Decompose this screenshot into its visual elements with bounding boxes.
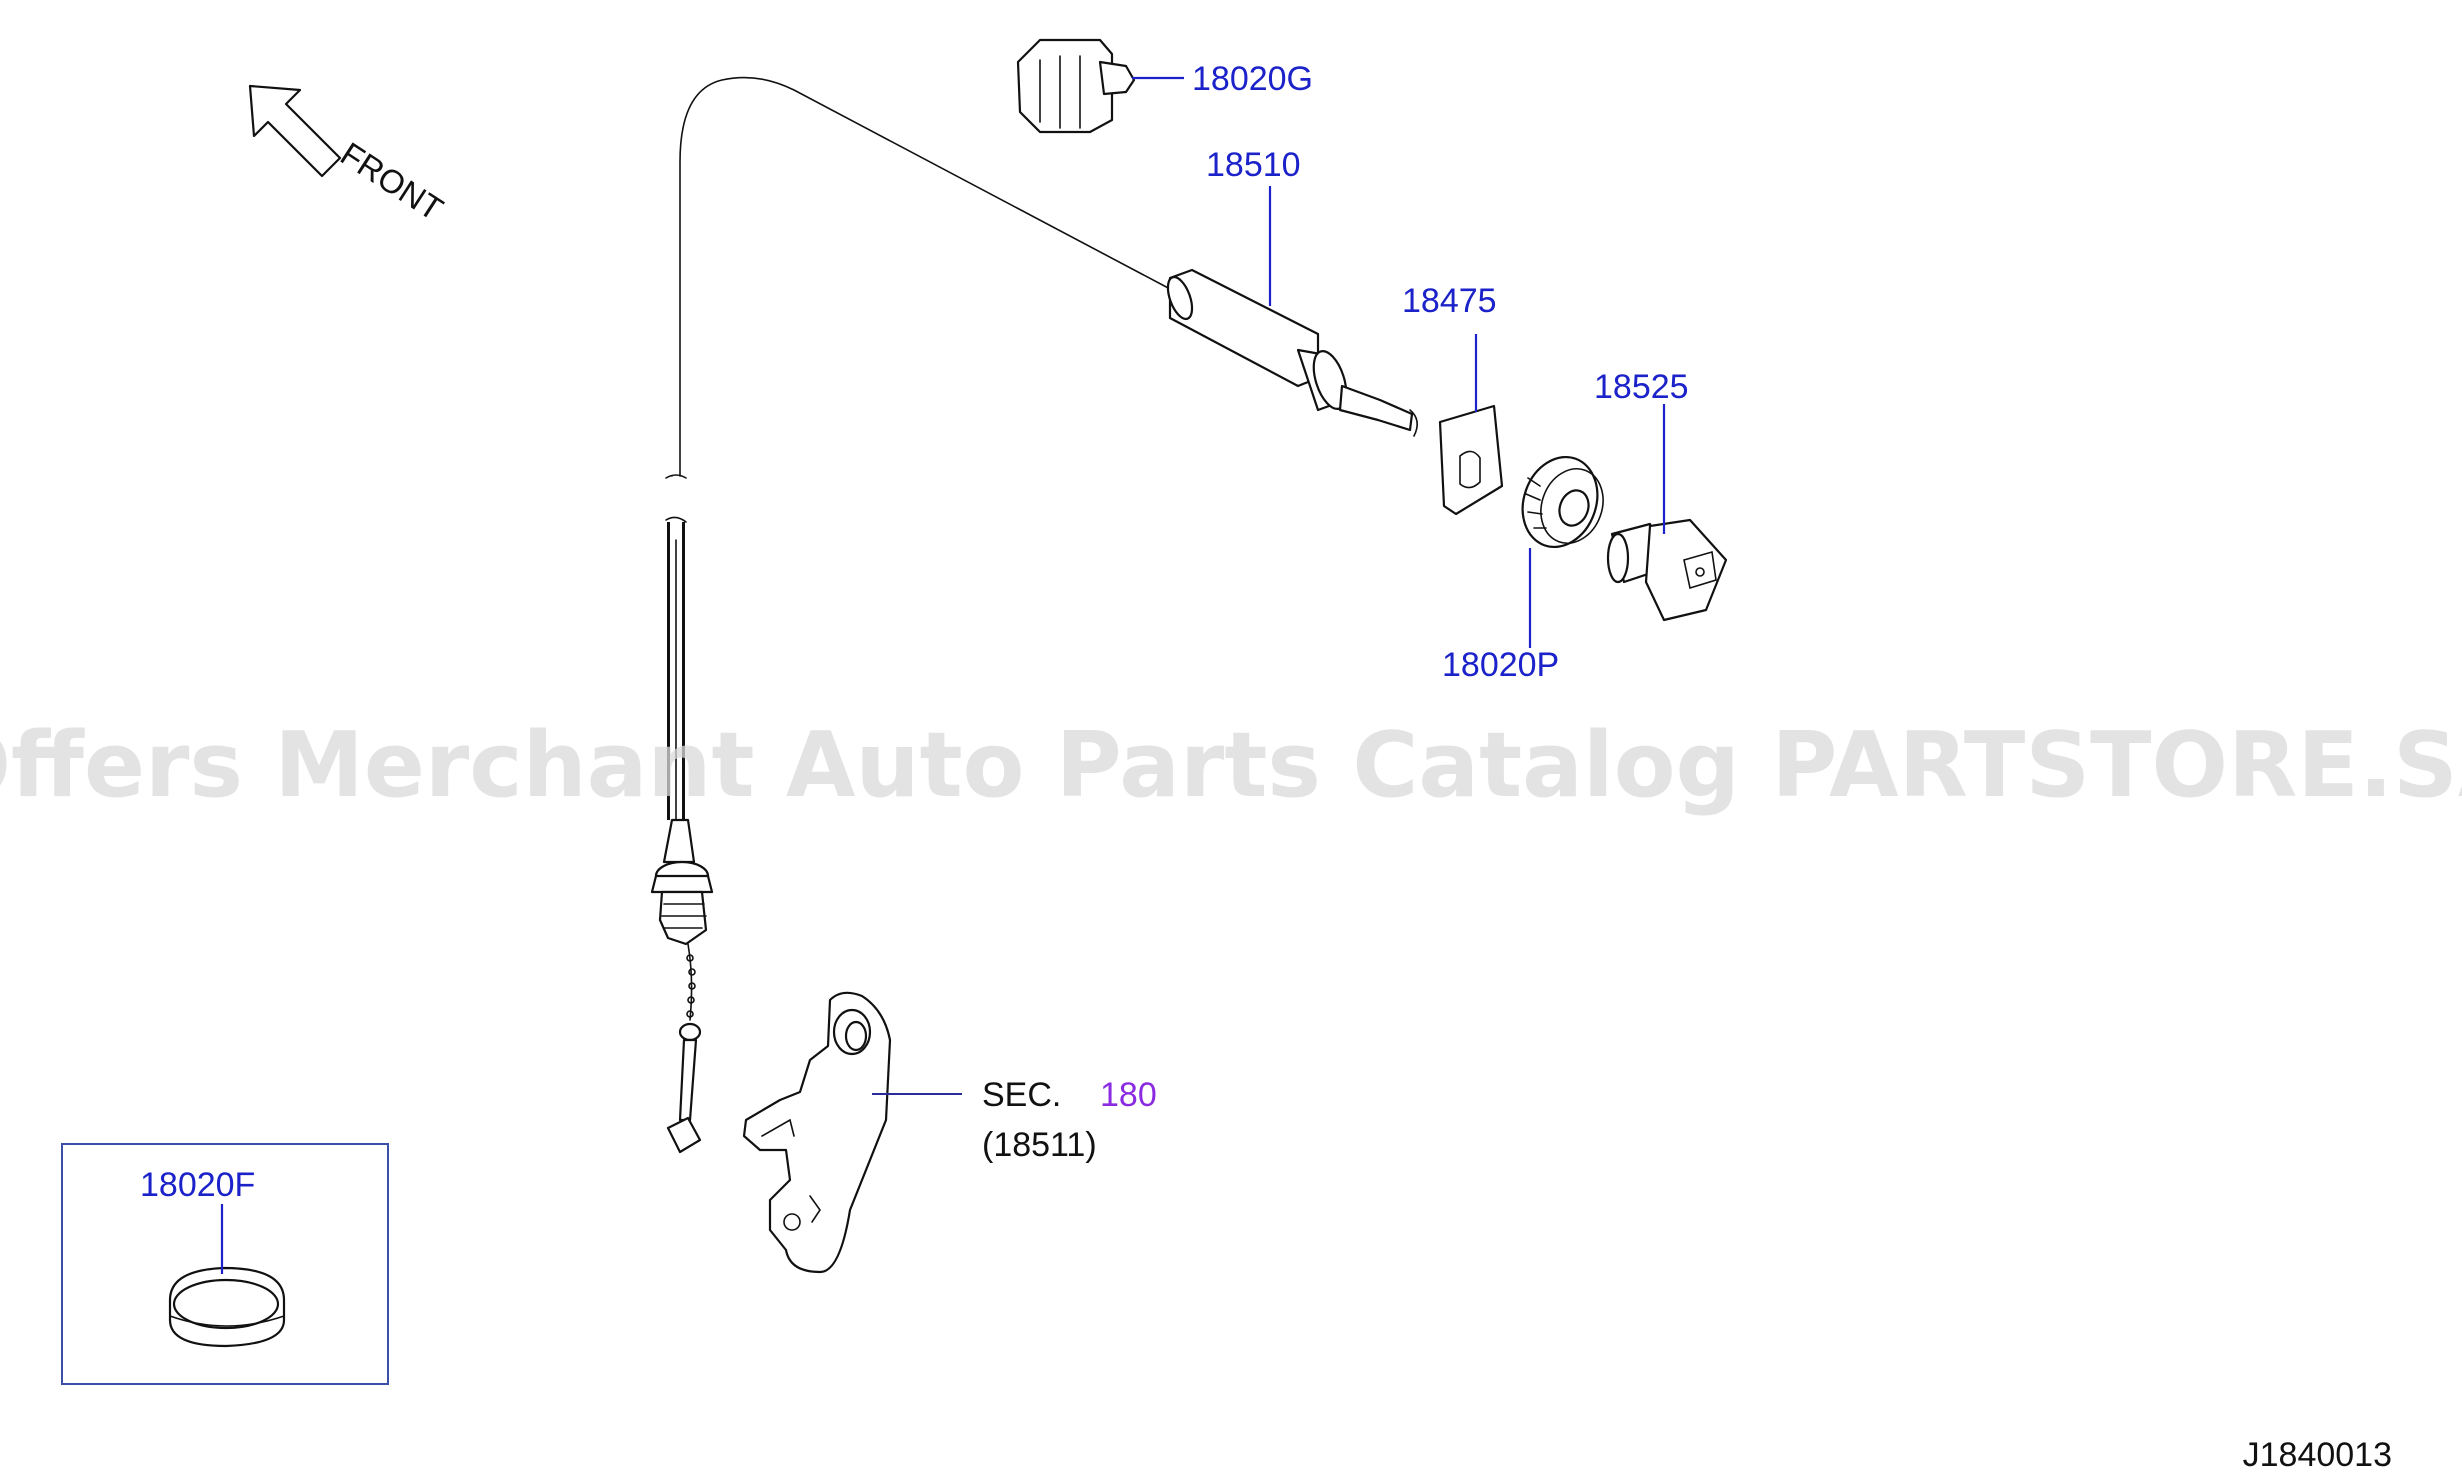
front-arrow-icon (248, 84, 342, 178)
callout-18020P[interactable]: 18020P (1442, 646, 1559, 684)
accelerator-cable[interactable] (650, 56, 1418, 1154)
accelerator-pedal-lever[interactable] (742, 991, 892, 1274)
diagram-code: J1840013 (2243, 1436, 2392, 1474)
grommet[interactable] (168, 1266, 286, 1348)
section-ref-prefix: SEC. (982, 1076, 1061, 1114)
callout-18525[interactable]: 18525 (1594, 368, 1689, 406)
cable-retainer[interactable] (1606, 518, 1728, 622)
inset-box (61, 1143, 389, 1385)
section-ref-link[interactable]: 180 (1100, 1076, 1157, 1114)
callout-18020F[interactable]: 18020F (140, 1166, 255, 1204)
watermark: Offers Merchant Auto Parts Catalog PARTS… (0, 713, 2462, 818)
lock-nut[interactable] (1510, 446, 1613, 557)
cable-clip[interactable] (1016, 38, 1136, 134)
callout-18475[interactable]: 18475 (1402, 282, 1497, 320)
section-ref-part: (18511) (982, 1126, 1097, 1164)
callout-18020G[interactable]: 18020G (1192, 60, 1313, 98)
callout-18510[interactable]: 18510 (1206, 146, 1301, 184)
bracket-plate[interactable] (1438, 404, 1504, 516)
front-label: FRONT (334, 135, 449, 228)
